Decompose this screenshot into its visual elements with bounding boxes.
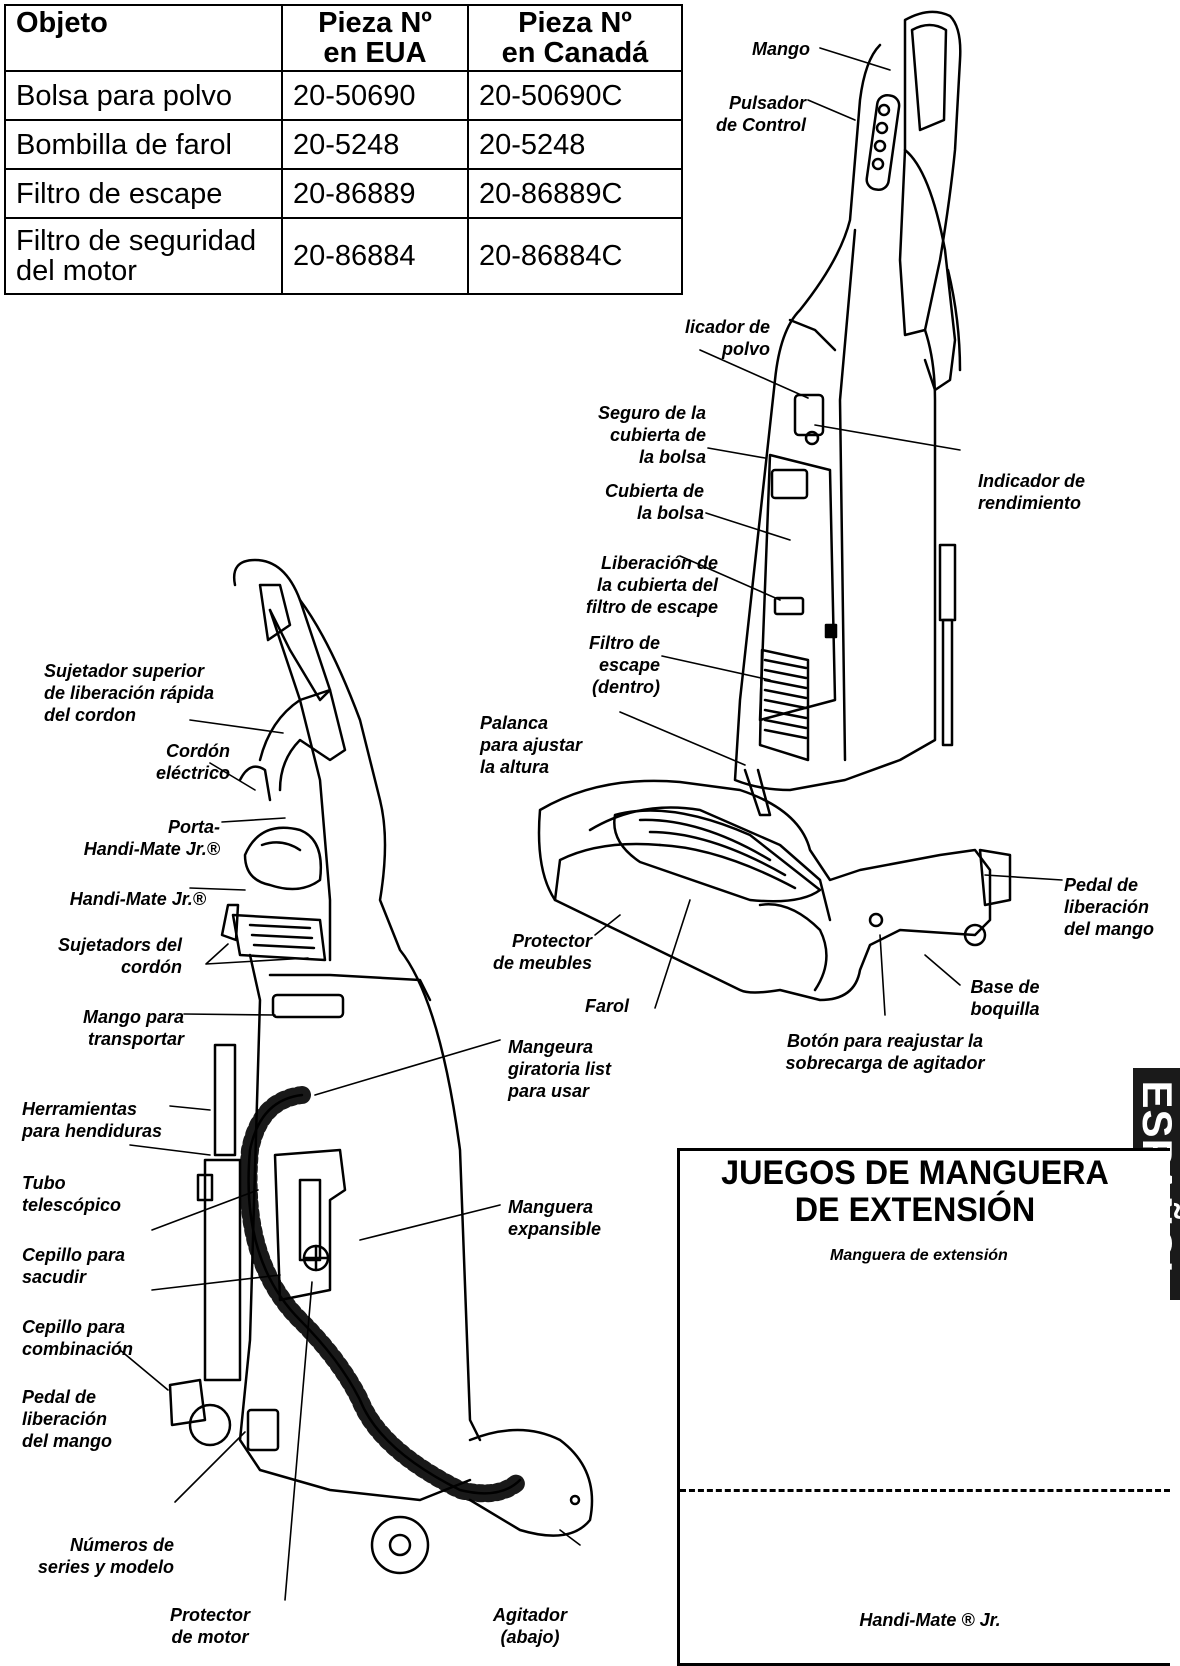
label-manguera-expansible: Manguera expansible [508, 1196, 601, 1240]
column-header-objeto: Objeto [5, 5, 282, 71]
label-cubierta-bolsa: Cubierta de la bolsa [580, 480, 704, 524]
label-handi-mate-tool: Handi-Mate ® Jr. [780, 1609, 1080, 1631]
cell-item: Filtro de seguridad del motor [5, 218, 282, 294]
cell-ca-part: 20-5248 [468, 120, 682, 169]
label-filtro-escape: Filtro de escape (dentro) [560, 632, 660, 698]
extension-kits-title: JUEGOS DE MANGUERA DE EXTENSIÓN [692, 1155, 1139, 1229]
label-farol: Farol [585, 995, 629, 1017]
label-indicador-polvo: licador de polvo [600, 316, 770, 360]
cell-us-part: 20-86884 [282, 218, 468, 294]
table-row: Filtro de seguridad del motor 20-86884 2… [5, 218, 682, 294]
table-row: Bombilla de farol 20-5248 20-5248 [5, 120, 682, 169]
cell-ca-part: 20-50690C [468, 71, 682, 120]
label-sujetador-superior: Sujetador superior de liberación rápida … [44, 660, 214, 726]
label-cepillo-sacudir: Cepillo para sacudir [22, 1244, 125, 1288]
label-numeros-series: Números de series y modelo [10, 1534, 174, 1578]
label-mango: Mango [752, 38, 810, 60]
label-boton-reajustar: Botón para reajustar la sobrecarga de ag… [760, 1030, 1010, 1074]
label-pulsador-control: Pulsador de Control [682, 92, 806, 136]
cell-item: Bolsa para polvo [5, 71, 282, 120]
label-palanca-altura: Palanca para ajustar la altura [480, 712, 582, 778]
label-tubo-telescopico: Tubo telescópico [22, 1172, 121, 1216]
label-cepillo-combinacion: Cepillo para combinación [22, 1316, 133, 1360]
table-row: Filtro de escape 20-86889 20-86889C [5, 169, 682, 218]
cell-us-part: 20-50690 [282, 71, 468, 120]
label-sujetadors-cordon: Sujetadors del cordón [20, 934, 182, 978]
dashed-divider [680, 1489, 1170, 1492]
table-row: Bolsa para polvo 20-50690 20-50690C [5, 71, 682, 120]
extension-kits-box: JUEGOS DE MANGUERA DE EXTENSIÓN Manguera… [677, 1148, 1170, 1666]
cell-item: Bombilla de farol [5, 120, 282, 169]
label-manguera-extension: Manguera de extensión [830, 1245, 1008, 1267]
label-handi-mate: Handi-Mate Jr.® [20, 888, 206, 910]
label-liberacion-cubierta: Liberación de la cubierta del filtro de … [540, 552, 718, 618]
label-porta-handi-mate: Porta- Handi-Mate Jr.® [40, 816, 220, 860]
label-cordon-electrico: Cordón eléctrico [80, 740, 230, 784]
label-herramientas-hendiduras: Herramientas para hendiduras [22, 1098, 162, 1142]
label-protector-motor: Protector de motor [140, 1604, 280, 1648]
cell-item: Filtro de escape [5, 169, 282, 218]
cell-ca-part: 20-86884C [468, 218, 682, 294]
label-base-boquilla: Base de boquilla [950, 976, 1060, 1020]
label-protector-muebles: Protector de meubles [460, 930, 592, 974]
label-agitador: Agitador (abajo) [470, 1604, 590, 1648]
cell-us-part: 20-5248 [282, 120, 468, 169]
cell-us-part: 20-86889 [282, 169, 468, 218]
label-pedal-liberacion-mango-left: Pedal de liberación del mango [22, 1386, 112, 1452]
cell-ca-part: 20-86889C [468, 169, 682, 218]
label-seguro-cubierta: Seguro de la cubierta de la bolsa [580, 402, 706, 468]
label-indicador-rendimiento: Indicador de rendimiento [978, 470, 1085, 514]
label-pedal-liberacion-mango-right: Pedal de liberación del mango [1064, 874, 1154, 940]
label-mangeura-giratoria: Mangeura giratoria list para usar [508, 1036, 611, 1102]
label-mango-transportar: Mango para transportar [20, 1006, 184, 1050]
